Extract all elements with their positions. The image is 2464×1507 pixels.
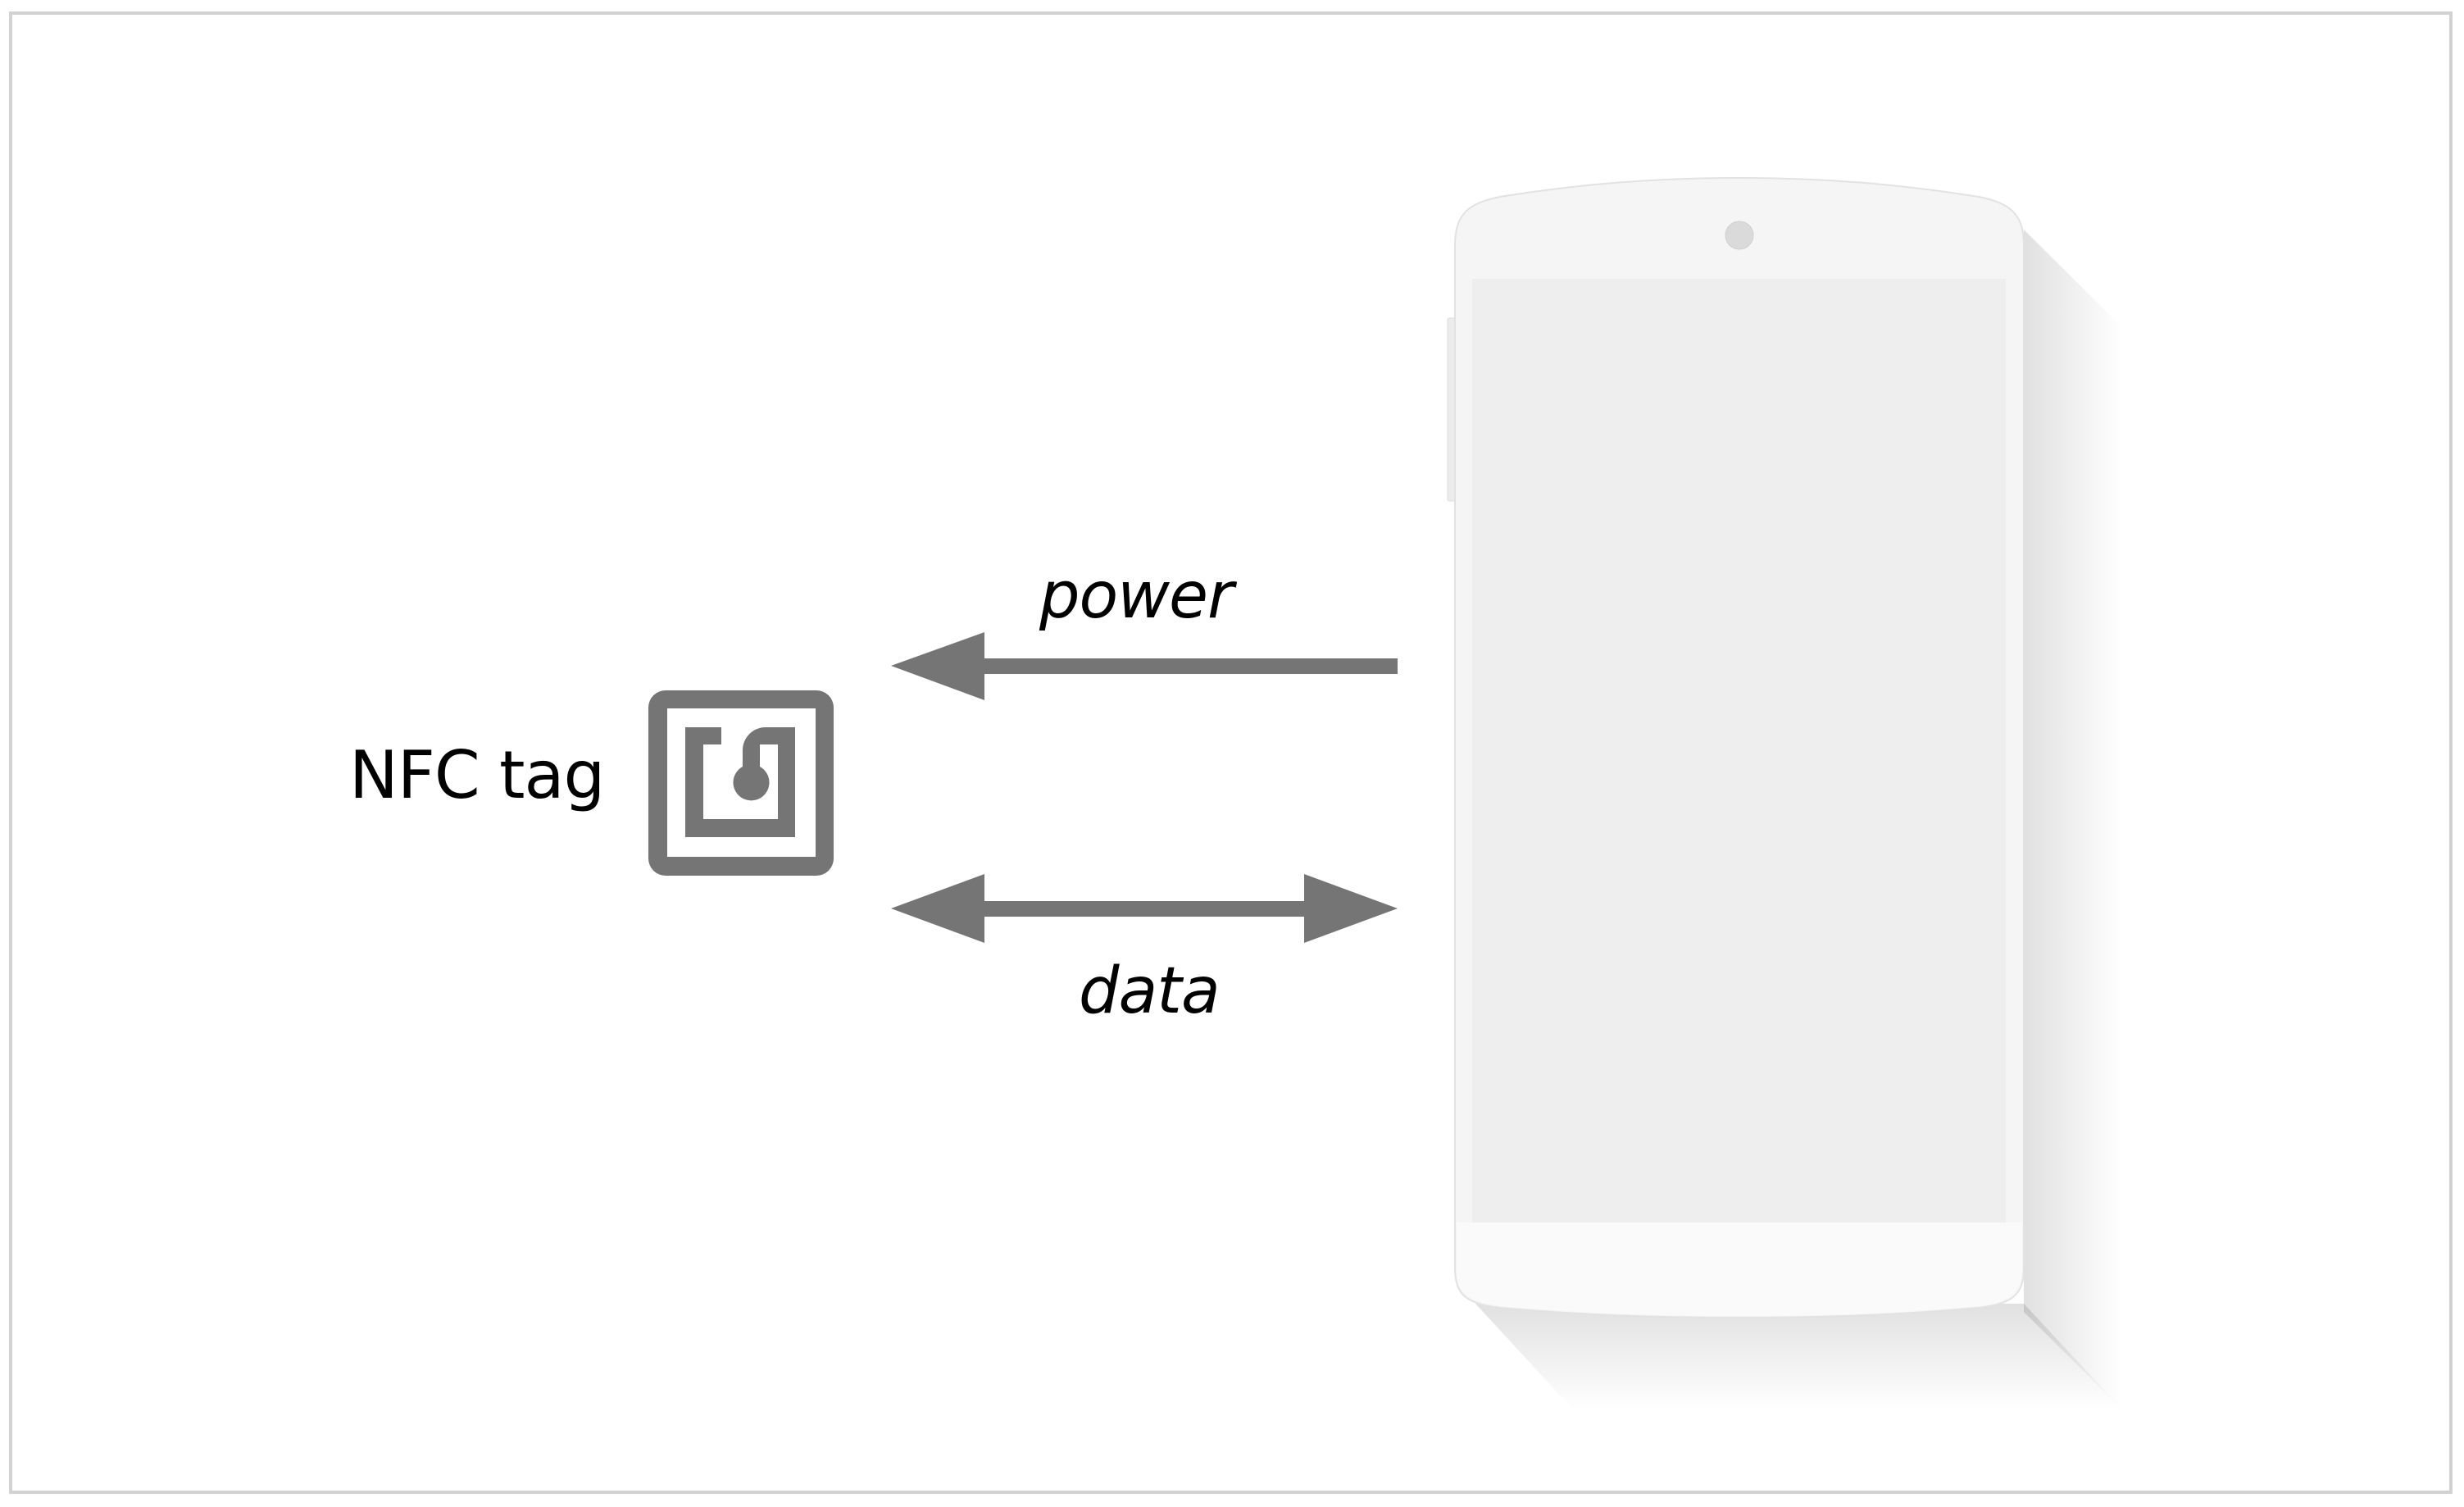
nfc-tag-label: NFC tag (349, 737, 605, 813)
power-arrow (891, 632, 1398, 700)
data-arrow (891, 874, 1398, 943)
nfc-icon (648, 690, 834, 876)
phone-speaker (1725, 221, 1754, 250)
phone-screen (1472, 279, 2006, 1222)
smartphone-icon (1447, 176, 2025, 1319)
power-label: power (1039, 559, 1234, 633)
data-label: data (1079, 954, 1221, 1028)
phone-shadow (1475, 230, 2123, 1410)
